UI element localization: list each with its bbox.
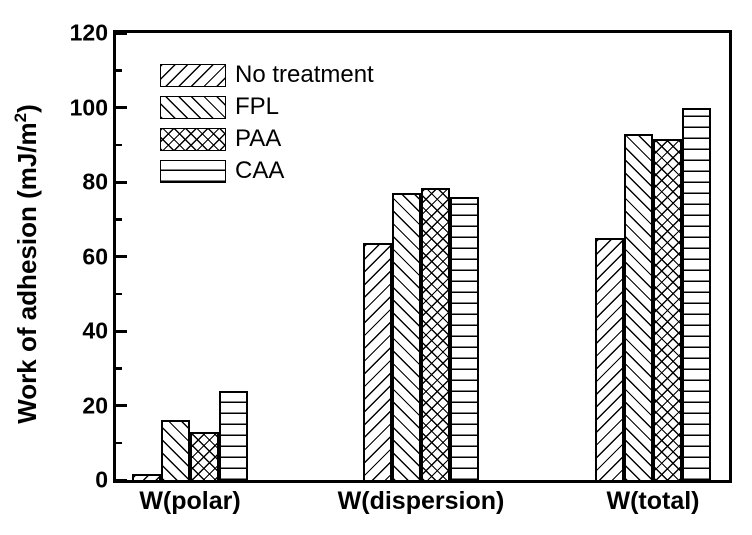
- y-axis-minor-tick: [116, 218, 122, 221]
- bar-no-treatment-w(polar): [132, 474, 161, 480]
- x-tick-label: W(total): [606, 487, 700, 515]
- y-tick-label: 40: [82, 317, 108, 344]
- legend-swatch-diagonal-forward-hatch: [160, 63, 226, 87]
- y-axis-major-tick: [116, 478, 127, 482]
- legend-label: FPL: [235, 93, 280, 120]
- bar-fpl-w(dispersion): [392, 193, 421, 480]
- legend-swatch-crosshatch: [160, 127, 226, 151]
- legend-swatch-diagonal-backward-hatch: [160, 95, 226, 119]
- legend-label: No treatment: [235, 61, 374, 88]
- y-axis-major-tick: [116, 180, 127, 184]
- bar-caa-w(dispersion): [450, 196, 479, 480]
- bar-paa-w(total): [653, 139, 682, 480]
- y-tick-label: 100: [69, 94, 108, 120]
- legend-item: FPL: [160, 95, 374, 119]
- legend-item: No treatment: [160, 63, 374, 87]
- x-tick-label: W(polar): [139, 487, 241, 515]
- bars-layer: [116, 33, 729, 480]
- legend-swatch-horizontal-lines: [160, 159, 226, 183]
- x-tick-label: W(dispersion): [337, 487, 505, 515]
- legend-label: PAA: [235, 125, 282, 152]
- bar-caa-w(polar): [219, 390, 248, 480]
- y-axis-minor-tick: [116, 143, 122, 146]
- y-tick-label: 0: [95, 466, 108, 493]
- legend-item: CAA: [160, 159, 374, 183]
- bar-fpl-w(total): [624, 133, 653, 480]
- bar-no-treatment-w(total): [595, 237, 624, 480]
- y-axis-minor-tick: [116, 367, 122, 370]
- y-tick-labels: 0 20 40 60 80 100 120: [0, 0, 108, 535]
- y-axis-minor-tick: [116, 69, 122, 72]
- y-tick-label: 80: [82, 168, 108, 195]
- legend-item: PAA: [160, 127, 374, 151]
- y-axis-ticks: [116, 31, 729, 482]
- bar-paa-w(dispersion): [421, 187, 450, 480]
- bar-paa-w(polar): [190, 431, 219, 480]
- y-axis-major-tick: [116, 329, 127, 333]
- y-tick-label: 120: [69, 19, 108, 46]
- y-axis-minor-tick: [116, 441, 122, 444]
- y-axis-major-tick: [116, 31, 127, 35]
- bar-caa-w(total): [682, 107, 711, 480]
- y-tick-label: 20: [82, 392, 108, 418]
- y-axis-major-tick: [116, 255, 127, 258]
- y-tick-label: 60: [82, 243, 108, 269]
- bar-fpl-w(polar): [161, 420, 190, 480]
- y-axis-major-tick: [116, 404, 127, 407]
- y-axis-major-tick: [116, 106, 127, 109]
- y-axis-minor-tick: [116, 292, 122, 295]
- legend-label: CAA: [235, 157, 285, 184]
- bar-no-treatment-w(dispersion): [363, 243, 392, 480]
